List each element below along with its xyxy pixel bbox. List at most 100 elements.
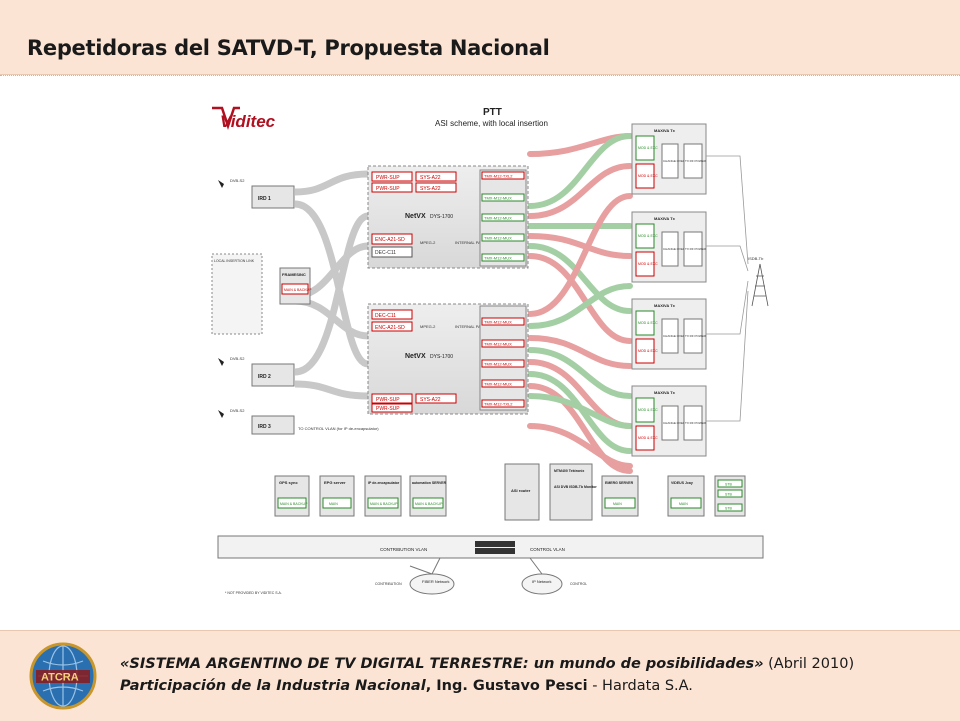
atcra-globe-logo: ATCRA <box>29 642 97 710</box>
svg-text:MAXIVA Tx: MAXIVA Tx <box>654 390 676 395</box>
svg-text:GPS sync: GPS sync <box>279 480 298 485</box>
svg-text:IP Network: IP Network <box>532 579 552 584</box>
svg-text:TO CONTROL VLAN (for IP de-enc: TO CONTROL VLAN (for IP de-encapsulator) <box>298 426 379 431</box>
header-separator <box>0 75 960 77</box>
svg-text:TMX-M12-MUX: TMX-M12-MUX <box>484 236 512 241</box>
svg-text:DYS-1700: DYS-1700 <box>430 214 453 220</box>
svg-text:CHANGE OVER: CHANGE OVER <box>663 421 686 425</box>
svg-text:ENC-A21-SD: ENC-A21-SD <box>375 237 405 243</box>
svg-text:TMX-M12-MUX: TMX-M12-MUX <box>484 362 512 367</box>
svg-text:TMX-M12-TXL2: TMX-M12-TXL2 <box>484 174 513 179</box>
brand-text: Viditec <box>220 112 276 131</box>
slide-footer: ATCRA «SISTEMA ARGENTINO DE TV DIGITAL T… <box>0 630 960 721</box>
vlan-bar: CONTRIBUTION VLAN CONTROL VLAN <box>217 535 764 559</box>
maxiva-1: MAXIVA Tx MOD & EXC MOD & EXC CHANGE OVE… <box>631 123 707 195</box>
svg-text:INTERNAL PATH: INTERNAL PATH <box>455 240 486 245</box>
svg-text:TMX-M12-TXL2: TMX-M12-TXL2 <box>484 402 513 407</box>
event-date: (Abril 2010) <box>763 656 855 672</box>
speaker-name: , Ing. Gustavo Pesci <box>425 678 588 694</box>
svg-text:STB: STB <box>725 483 732 487</box>
svg-text:CONTROL VLAN: CONTROL VLAN <box>530 547 565 552</box>
svg-text:SYS-A22: SYS-A22 <box>420 397 441 403</box>
tmx-stack-lower: TMX-M12-MUX TMX-M12-MUX TMX-M12-MUX TMX-… <box>479 305 527 411</box>
diagram-heading: PTT <box>483 107 502 118</box>
svg-text:MAIN: MAIN <box>679 502 688 506</box>
svg-text:CONTROL: CONTROL <box>570 582 587 586</box>
svg-text:TMX-M12-MUX: TMX-M12-MUX <box>484 256 512 261</box>
svg-text:TX RF POWER: TX RF POWER <box>685 247 707 251</box>
svg-text:TMX-M12-MUX: TMX-M12-MUX <box>484 196 512 201</box>
svg-text:DVB-S2: DVB-S2 <box>230 356 245 361</box>
svg-text:IRD 2: IRD 2 <box>258 374 271 380</box>
svg-text:PWR-SUP: PWR-SUP <box>376 175 400 181</box>
svg-text:MAIN: MAIN <box>329 502 338 506</box>
svg-text:MAXIVA Tx: MAXIVA Tx <box>654 128 676 133</box>
slide-header: Repetidoras del SATVD-T, Propuesta Nacio… <box>0 0 960 75</box>
svg-text:TX RF POWER: TX RF POWER <box>685 334 707 338</box>
svg-text:CHANGE OVER: CHANGE OVER <box>663 159 686 163</box>
local-insertion: LOCAL INSERTION LINK FRAMESINC MAIN & BA… <box>211 253 312 335</box>
svg-text:MAXIVA Tx: MAXIVA Tx <box>654 303 676 308</box>
svg-text:SYS-A22: SYS-A22 <box>420 186 441 192</box>
svg-text:IP de-encapsulator: IP de-encapsulator <box>368 481 400 485</box>
svg-text:MOD & EXC: MOD & EXC <box>638 262 658 266</box>
svg-text:MAIN: MAIN <box>613 502 622 506</box>
svg-text:ASI router: ASI router <box>511 488 531 493</box>
svg-text:MTM400 Tektronix: MTM400 Tektronix <box>554 469 584 473</box>
svg-text:PWR-SUP: PWR-SUP <box>376 406 400 412</box>
speaker-company: - Hardata S.A. <box>587 678 693 694</box>
svg-text:CONTRIBUTION VLAN: CONTRIBUTION VLAN <box>380 547 427 552</box>
svg-text:* NOT PROVIDED BY VIDITEC S.A.: * NOT PROVIDED BY VIDITEC S.A. <box>225 591 282 595</box>
logo-text: ATCRA <box>41 672 79 684</box>
svg-text:MAIN & BACKUP: MAIN & BACKUP <box>284 288 312 292</box>
asi-scheme-diagram: Viditec PTT ASI scheme, with local inser… <box>200 96 780 606</box>
signal-routes <box>527 133 633 474</box>
svg-text:DEC-C11: DEC-C11 <box>375 313 396 319</box>
svg-text:CHANGE OVER: CHANGE OVER <box>663 247 686 251</box>
svg-text:DVB-S2: DVB-S2 <box>230 408 245 413</box>
session-title: Participación de la Industria Nacional <box>120 678 426 694</box>
svg-text:MAIN & BACKUP: MAIN & BACKUP <box>280 502 308 506</box>
svg-text:DVB-S2: DVB-S2 <box>230 178 245 183</box>
svg-text:MAIN & BACKUP: MAIN & BACKUP <box>370 502 398 506</box>
ird-units: IRD 1 IRD 2 IRD 3 DVB-S2 DVB-S2 DVB-S2 T… <box>218 178 379 435</box>
footer-line-2: Participación de la Industria Nacional, … <box>120 678 693 694</box>
svg-text:MOD & EXC: MOD & EXC <box>638 408 658 412</box>
svg-text:IRD 1: IRD 1 <box>258 196 271 202</box>
svg-text:NetVX: NetVX <box>405 213 426 220</box>
svg-text:MOD & EXC: MOD & EXC <box>638 146 658 150</box>
svg-text:EMERG SERVER: EMERG SERVER <box>605 481 634 485</box>
maxiva-4: MAXIVA Tx MOD & EXC MOD & EXC CHANGE OVE… <box>631 385 707 457</box>
svg-text:CHANGE OVER: CHANGE OVER <box>663 334 686 338</box>
network-clouds: FIBER Network IP Network CONTRIBUTION CO… <box>225 557 587 595</box>
svg-text:automation SERVER: automation SERVER <box>412 481 447 485</box>
svg-text:SYS-A22: SYS-A22 <box>420 175 441 181</box>
svg-text:DEC-C11: DEC-C11 <box>375 250 396 256</box>
svg-text:INTERNAL PATH: INTERNAL PATH <box>455 324 486 329</box>
svg-text:MOD & EXC: MOD & EXC <box>638 321 658 325</box>
svg-text:ISDB-Tb: ISDB-Tb <box>748 256 764 261</box>
svg-text:EPG server: EPG server <box>324 480 346 485</box>
svg-text:MPEG-2: MPEG-2 <box>420 324 436 329</box>
maxiva-2: MAXIVA Tx MOD & EXC MOD & EXC CHANGE OVE… <box>631 211 707 283</box>
slide-title: Repetidoras del SATVD-T, Propuesta Nacio… <box>27 36 550 60</box>
svg-text:PWR-SUP: PWR-SUP <box>376 186 400 192</box>
svg-text:CONTRIBUTION: CONTRIBUTION <box>375 582 402 586</box>
svg-text:LOCAL INSERTION LINK: LOCAL INSERTION LINK <box>214 259 255 263</box>
svg-text:STB: STB <box>725 493 732 497</box>
viditec-logo: Viditec <box>212 106 276 131</box>
svg-text:MOD & EXC: MOD & EXC <box>638 234 658 238</box>
svg-text:MPEG-2: MPEG-2 <box>420 240 436 245</box>
svg-text:DYS-1700: DYS-1700 <box>430 354 453 360</box>
antenna-tower-icon: ISDB-Tb <box>706 155 769 422</box>
svg-text:TX RF POWER: TX RF POWER <box>685 159 707 163</box>
svg-text:MOD & EXC: MOD & EXC <box>638 436 658 440</box>
svg-text:IRD 3: IRD 3 <box>258 424 271 430</box>
svg-text:TMX-M12-MUX: TMX-M12-MUX <box>484 342 512 347</box>
svg-text:TMX-M12-MUX: TMX-M12-MUX <box>484 216 512 221</box>
svg-text:MAXIVA Tx: MAXIVA Tx <box>654 216 676 221</box>
svg-text:FIBER Network: FIBER Network <box>422 579 450 584</box>
equipment-row: GPS sync MAIN & BACKUP EPG server MAIN I… <box>274 463 746 521</box>
svg-text:ENC-A21-SD: ENC-A21-SD <box>375 325 405 331</box>
event-title: «SISTEMA ARGENTINO DE TV DIGITAL TERREST… <box>120 656 764 672</box>
